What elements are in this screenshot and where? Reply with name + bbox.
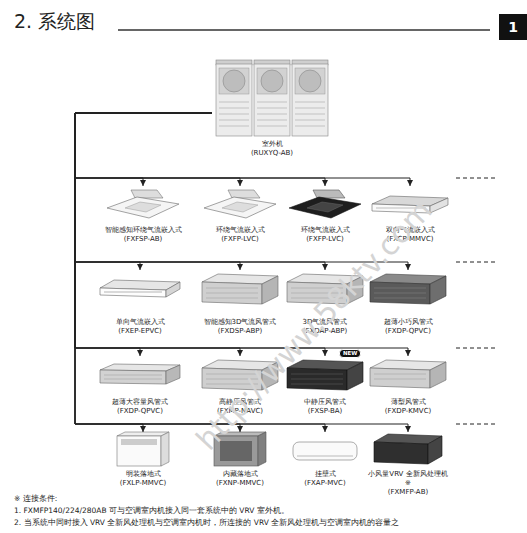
- indoor-unit: 挂壁式(FXAP-MVC): [283, 432, 367, 488]
- model-code: (FXDP-KMVC): [366, 407, 450, 416]
- indoor-unit: 环绕气流嵌入式(FXFP-LVC): [283, 186, 367, 244]
- refrigerant-line: [75, 113, 325, 432]
- refrigerant-line: [75, 113, 212, 356]
- unit-name: 智能感知环绕气流嵌入式: [101, 226, 185, 235]
- one-way-cassette-picture: [100, 280, 180, 297]
- note-heading: ※ 连接条件:: [14, 494, 57, 503]
- unit-name: 环绕气流嵌入式: [283, 226, 367, 235]
- refrigerant-line: [75, 113, 212, 270]
- duct-picture: [370, 274, 446, 304]
- refrigerant-line: [75, 113, 240, 270]
- fresh-air-unit-picture: [374, 434, 442, 464]
- indoor-unit: 超薄小巧风管式(FXDP-QPVC): [366, 270, 450, 336]
- unit-name: 薄型风管式: [366, 398, 450, 407]
- page-number: 1: [499, 14, 527, 40]
- refrigerant-line: [75, 113, 408, 270]
- indoor-unit: 单向气流嵌入式(FXEP-EPVC): [98, 270, 182, 336]
- indoor-unit: 超薄大容量风管式(FXDP-QPVC): [98, 356, 182, 416]
- cassette-picture: [204, 190, 276, 218]
- indoor-unit: 环绕气流嵌入式(FXFP-LVC): [198, 186, 282, 244]
- indoor-unit: 小风量VRV 全新风处理机※(FXMFP-AB): [366, 432, 450, 497]
- unit-name: 中静压风管式: [283, 398, 367, 407]
- refrigerant-line: [75, 113, 212, 186]
- title-rule: [118, 29, 490, 31]
- model-code: (FXAP-MVC): [283, 479, 367, 488]
- refrigerant-line: [75, 113, 410, 186]
- floor-unit-picture: [117, 432, 169, 466]
- unit-name: 超薄小巧风管式: [366, 318, 450, 327]
- unit-name: 内藏落地式: [198, 470, 282, 479]
- unit-name: 挂壁式: [283, 470, 367, 479]
- refrigerant-line: [75, 113, 240, 186]
- model-code: (FXDSP-ABP): [198, 327, 282, 336]
- duct-picture: [100, 364, 180, 384]
- wall-unit-picture: [293, 442, 357, 460]
- duct-picture: [202, 274, 278, 304]
- unit-name: 环绕气流嵌入式: [198, 226, 282, 235]
- unit-name: 明装落地式: [101, 470, 185, 479]
- cassette-picture: [289, 190, 361, 218]
- duct-picture: [370, 360, 446, 388]
- unit-name: 超薄大容量风管式: [98, 398, 182, 407]
- unit-name: 单向气流嵌入式: [98, 318, 182, 327]
- model-code: (RUXYQ-AB): [212, 149, 332, 158]
- duct-picture: [287, 360, 363, 390]
- model-code: (FXDP-QPVC): [98, 407, 182, 416]
- model-code: (FXEP-EPVC): [98, 327, 182, 336]
- indoor-unit: 智能感知3D气流风管式(FXDSP-ABP): [198, 270, 282, 336]
- unit-name: 室外机: [212, 140, 332, 149]
- refrigerant-line: [75, 113, 408, 356]
- refrigerant-line: [75, 113, 212, 432]
- new-badge: NEW: [339, 349, 361, 358]
- refrigerant-line: [75, 113, 325, 270]
- refrigerant-line: [75, 113, 240, 432]
- cassette-picture: [107, 190, 179, 218]
- model-code: (FXFP-LVC): [283, 235, 367, 244]
- unit-name: 智能感知3D气流风管式: [198, 318, 282, 327]
- page-title: 2. 系统图: [14, 10, 95, 33]
- indoor-unit: 薄型风管式(FXDP-KMVC): [366, 356, 450, 416]
- outdoor-unit-picture: [216, 60, 328, 136]
- unit-name: 小风量VRV 全新风处理机※: [366, 470, 450, 488]
- model-code: (FXFP-LVC): [198, 235, 282, 244]
- model-code: (FXNP-MMVC): [198, 479, 282, 488]
- model-code: (FXSP-BA): [283, 407, 367, 416]
- extension-lines: [456, 178, 496, 424]
- indoor-unit: 智能感知环绕气流嵌入式(FXFSP-AB): [101, 186, 185, 244]
- note-text: 1. FXMFP140/224/280AB 可与空调室内机接入同一套系统中的 V…: [14, 506, 289, 515]
- note-text: 2. 当系统中同时接入 VRV 全新风处理机与空调室内机时，所连接的 VRV 全…: [14, 518, 399, 527]
- model-code: (FXMFP-AB): [366, 488, 450, 497]
- indoor-unit: 明装落地式(FXLP-MMVC): [101, 432, 185, 488]
- model-code: (FXLP-MMVC): [101, 479, 185, 488]
- outdoor-unit: 室外机(RUXYQ-AB): [212, 58, 332, 158]
- model-code: (FXDP-QPVC): [366, 327, 450, 336]
- model-code: (FXFSP-AB): [101, 235, 185, 244]
